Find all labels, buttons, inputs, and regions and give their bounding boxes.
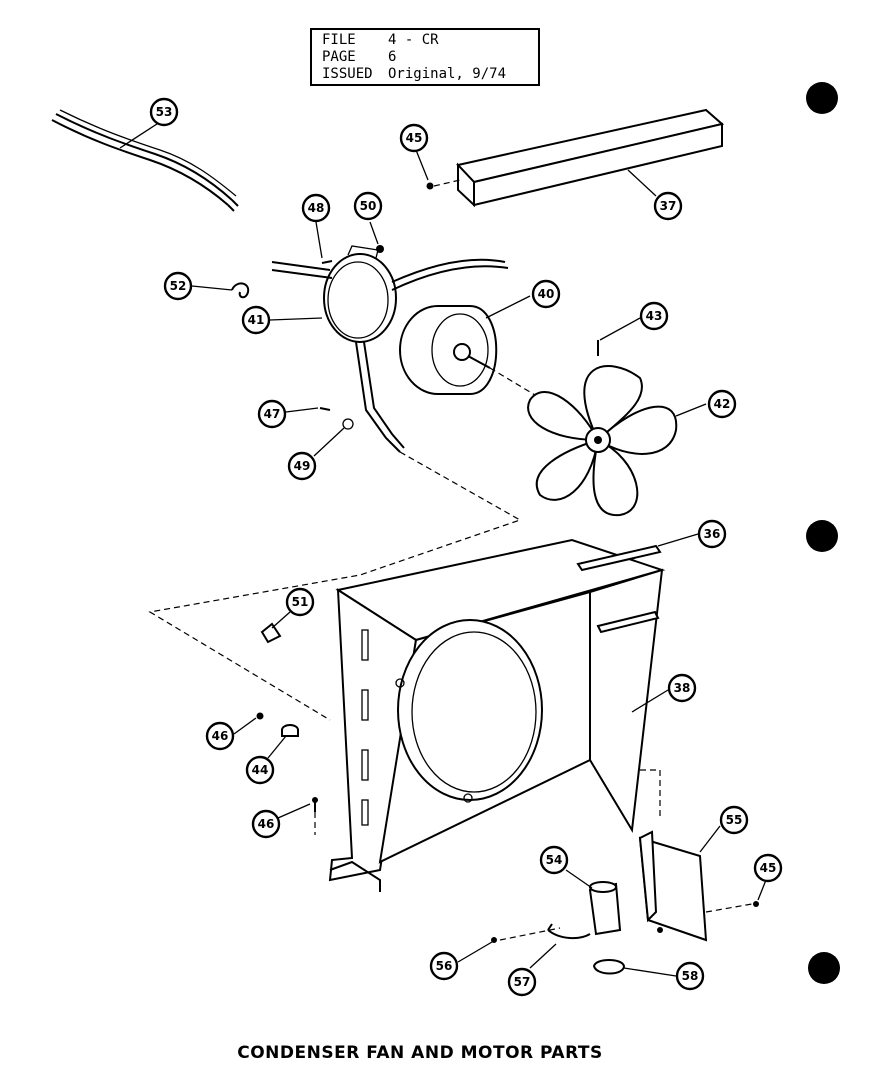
part-38-condenser-shroud xyxy=(328,538,666,892)
part-41-motor-mount xyxy=(271,245,509,453)
callout-54: 54 xyxy=(539,845,569,875)
callout-42-label: 42 xyxy=(714,397,731,411)
callout-41: 41 xyxy=(241,305,271,335)
callout-52-label: 52 xyxy=(170,279,187,293)
callout-40: 40 xyxy=(531,279,561,309)
callout-37: 37 xyxy=(653,191,683,221)
callout-46-lower-label: 46 xyxy=(258,817,275,831)
page-value: 6 xyxy=(388,49,397,65)
part-40-fan-motor xyxy=(399,305,561,411)
callout-43: 43 xyxy=(639,301,669,331)
callout-53-label: 53 xyxy=(156,105,173,119)
callout-46-lower: 46 xyxy=(251,809,281,839)
page-label: PAGE xyxy=(322,49,356,65)
part-36-mounting-strip xyxy=(576,544,662,634)
callout-45-top: 45 xyxy=(399,123,429,153)
callout-47-label: 47 xyxy=(264,407,281,421)
page-row: PAGE 6 xyxy=(322,49,538,66)
callout-55: 55 xyxy=(719,805,749,835)
callout-52: 52 xyxy=(163,271,193,301)
callout-54-label: 54 xyxy=(546,853,563,867)
part-37-bracket-channel xyxy=(456,108,725,208)
issued-row: ISSUED Original, 9/74 xyxy=(322,66,538,83)
file-value: 4 - CR xyxy=(388,32,439,48)
callout-43-label: 43 xyxy=(646,309,663,323)
callout-49-label: 49 xyxy=(294,459,311,473)
callout-48-label: 48 xyxy=(308,201,325,215)
callout-45-bottom: 45 xyxy=(753,853,783,883)
callout-38-label: 38 xyxy=(674,681,691,695)
callout-46-upper: 46 xyxy=(205,721,235,751)
callout-38: 38 xyxy=(667,673,697,703)
callout-47: 47 xyxy=(257,399,287,429)
file-label: FILE xyxy=(322,32,356,48)
callout-36: 36 xyxy=(697,519,727,549)
part-42-fan-blade xyxy=(527,365,678,517)
callout-48: 48 xyxy=(301,193,331,223)
callout-44-label: 44 xyxy=(252,763,269,777)
leader-lines xyxy=(119,121,767,977)
callout-46-upper-label: 46 xyxy=(212,729,229,743)
callout-56-label: 56 xyxy=(436,959,453,973)
assembly-dashed-lines xyxy=(148,451,661,941)
callout-50: 50 xyxy=(353,191,383,221)
file-row: FILE 4 - CR xyxy=(322,32,538,49)
callout-45-bottom-label: 45 xyxy=(760,861,777,875)
diagram-caption: CONDENSER FAN AND MOTOR PARTS xyxy=(237,1043,603,1063)
parts-56-57-58 xyxy=(491,901,759,975)
part-54-capacitor xyxy=(588,881,622,936)
callout-36-label: 36 xyxy=(704,527,721,541)
callout-51: 51 xyxy=(285,587,315,617)
issued-label: ISSUED xyxy=(322,66,373,82)
callout-42: 42 xyxy=(707,389,737,419)
callout-55-label: 55 xyxy=(726,813,743,827)
part-55-control-panel xyxy=(638,830,708,942)
small-hardware xyxy=(231,245,384,430)
callout-57-label: 57 xyxy=(514,975,531,989)
callout-58: 58 xyxy=(675,961,705,991)
callout-40-label: 40 xyxy=(538,287,555,301)
callout-37-label: 37 xyxy=(660,199,677,213)
parts-51-44-46 xyxy=(256,622,318,812)
binder-hole-bottom xyxy=(808,952,840,984)
part-45-screw-top xyxy=(426,179,461,190)
callout-51-label: 51 xyxy=(292,595,309,609)
issued-value: Original, 9/74 xyxy=(388,66,507,82)
binder-hole-middle xyxy=(806,520,838,552)
callout-57: 57 xyxy=(507,967,537,997)
callout-53: 53 xyxy=(149,97,179,127)
callout-50-label: 50 xyxy=(360,199,377,213)
callout-44: 44 xyxy=(245,755,275,785)
file-info-box: FILE 4 - CR PAGE 6 ISSUED Original, 9/74 xyxy=(310,28,540,86)
binder-hole-top xyxy=(806,82,838,114)
callout-49: 49 xyxy=(287,451,317,481)
part-53-wire-harness xyxy=(51,109,239,212)
callout-58-label: 58 xyxy=(682,969,699,983)
callout-45-top-label: 45 xyxy=(406,131,423,145)
callout-56: 56 xyxy=(429,951,459,981)
callout-41-label: 41 xyxy=(248,313,265,327)
